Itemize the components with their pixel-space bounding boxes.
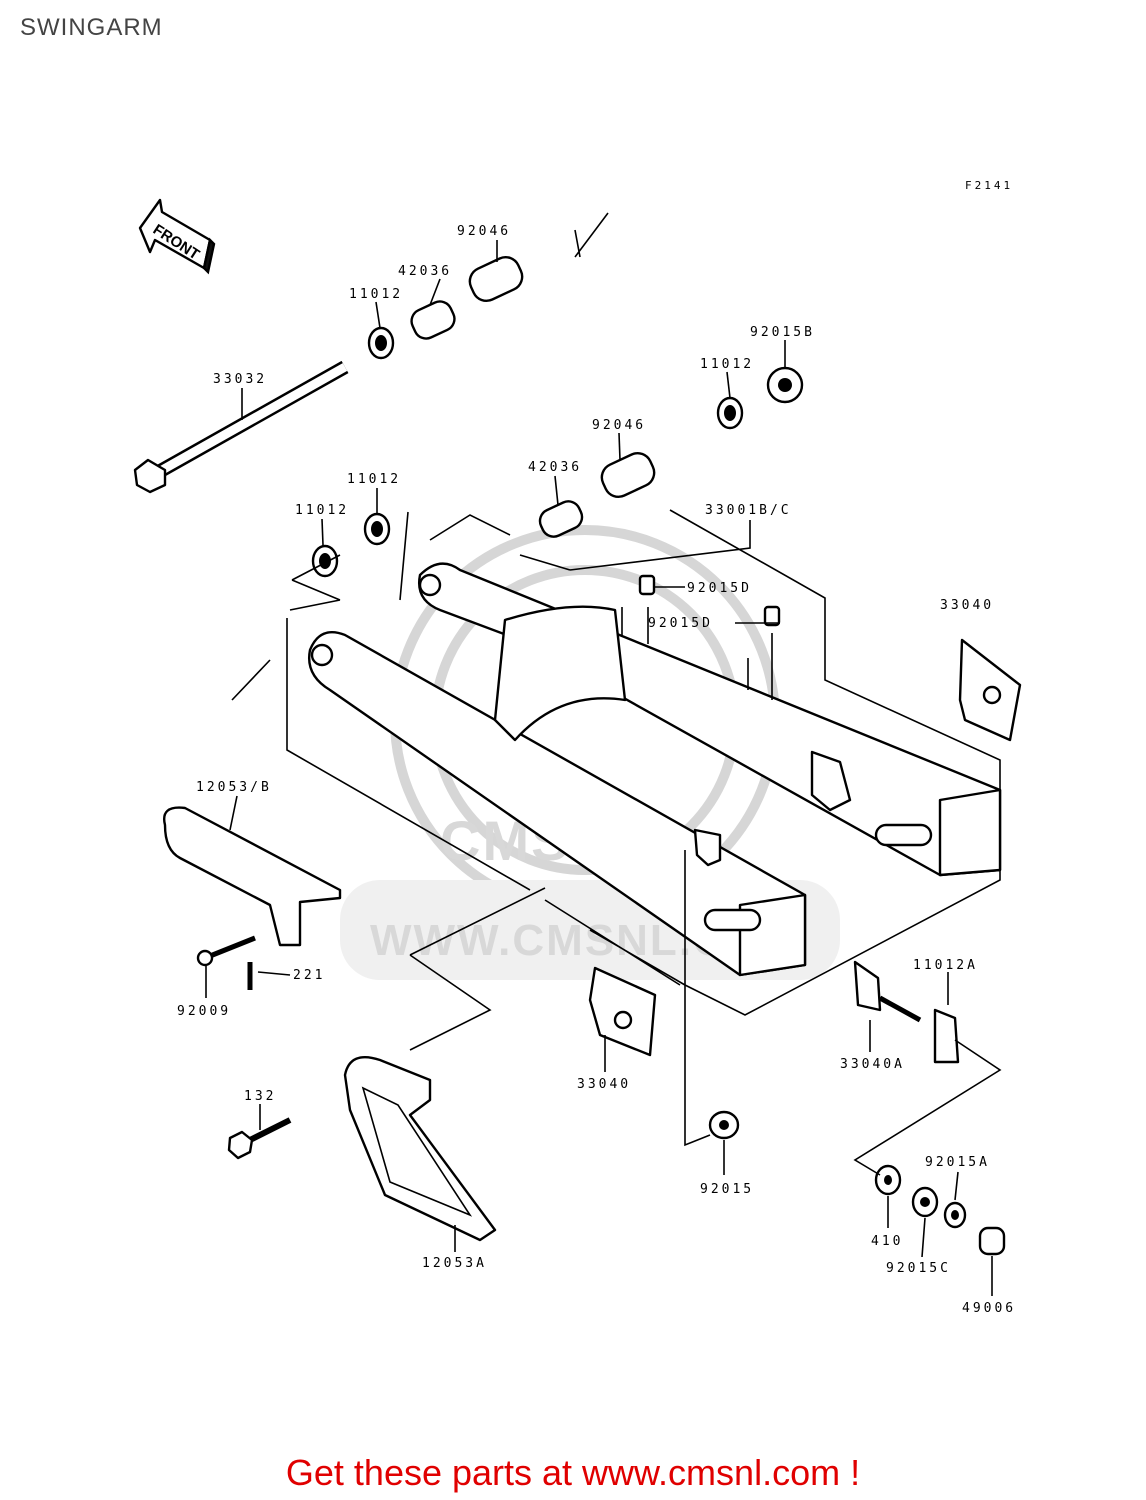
label-33040: 33040 xyxy=(577,1077,631,1092)
label-11012: 11012 xyxy=(295,503,349,518)
chain-guard xyxy=(163,806,497,1242)
label-221: 221 xyxy=(293,968,325,983)
label-92046: 92046 xyxy=(592,418,646,433)
pivot-shaft-33032 xyxy=(133,360,349,494)
label-92015c: 92015C xyxy=(886,1261,951,1276)
label-49006: 49006 xyxy=(962,1301,1016,1316)
label-33040: 33040 xyxy=(940,598,994,613)
label-33001bc: 33001B/C xyxy=(705,503,792,518)
page-title: SWINGARM xyxy=(20,14,163,41)
label-92015: 92015 xyxy=(700,1182,754,1197)
label-11012: 11012 xyxy=(349,287,403,302)
parts-diagram: CMS WWW.CMSNL.COM FRONT F2141 xyxy=(133,179,1022,1316)
fasteners xyxy=(196,935,1006,1256)
label-33032: 33032 xyxy=(213,372,267,387)
swingarm-33001 xyxy=(308,562,1002,977)
label-92015b: 92015B xyxy=(750,325,815,340)
label-11012a: 11012A xyxy=(913,958,978,973)
label-33040a: 33040A xyxy=(840,1057,905,1072)
cta-banner[interactable]: Get these parts at www.cmsnl.com ! xyxy=(0,1452,1146,1494)
bearing-parts xyxy=(311,256,804,627)
front-arrow-icon: FRONT xyxy=(138,198,216,275)
label-410: 410 xyxy=(871,1234,903,1249)
cta-link[interactable]: Get these parts at www.cmsnl.com ! xyxy=(285,1452,861,1493)
label-42036: 42036 xyxy=(398,264,452,279)
label-92015a: 92015A xyxy=(925,1155,990,1170)
label-11012: 11012 xyxy=(347,472,401,487)
callout-labels: 92046 42036 11012 33032 92015B 11012 920… xyxy=(177,224,1016,1316)
leader-lines xyxy=(205,212,1002,1296)
label-92046: 92046 xyxy=(457,224,511,239)
label-92015d: 92015D xyxy=(687,581,752,596)
label-92015d: 92015D xyxy=(648,616,713,631)
figure-code: F2141 xyxy=(965,179,1013,192)
label-12053a: 12053A xyxy=(422,1256,487,1271)
label-132: 132 xyxy=(244,1089,276,1104)
chain-adjusters xyxy=(588,638,1022,1064)
label-92009: 92009 xyxy=(177,1004,231,1019)
label-12053b: 12053/B xyxy=(196,780,272,795)
label-11012: 11012 xyxy=(700,357,754,372)
label-42036: 42036 xyxy=(528,460,582,475)
